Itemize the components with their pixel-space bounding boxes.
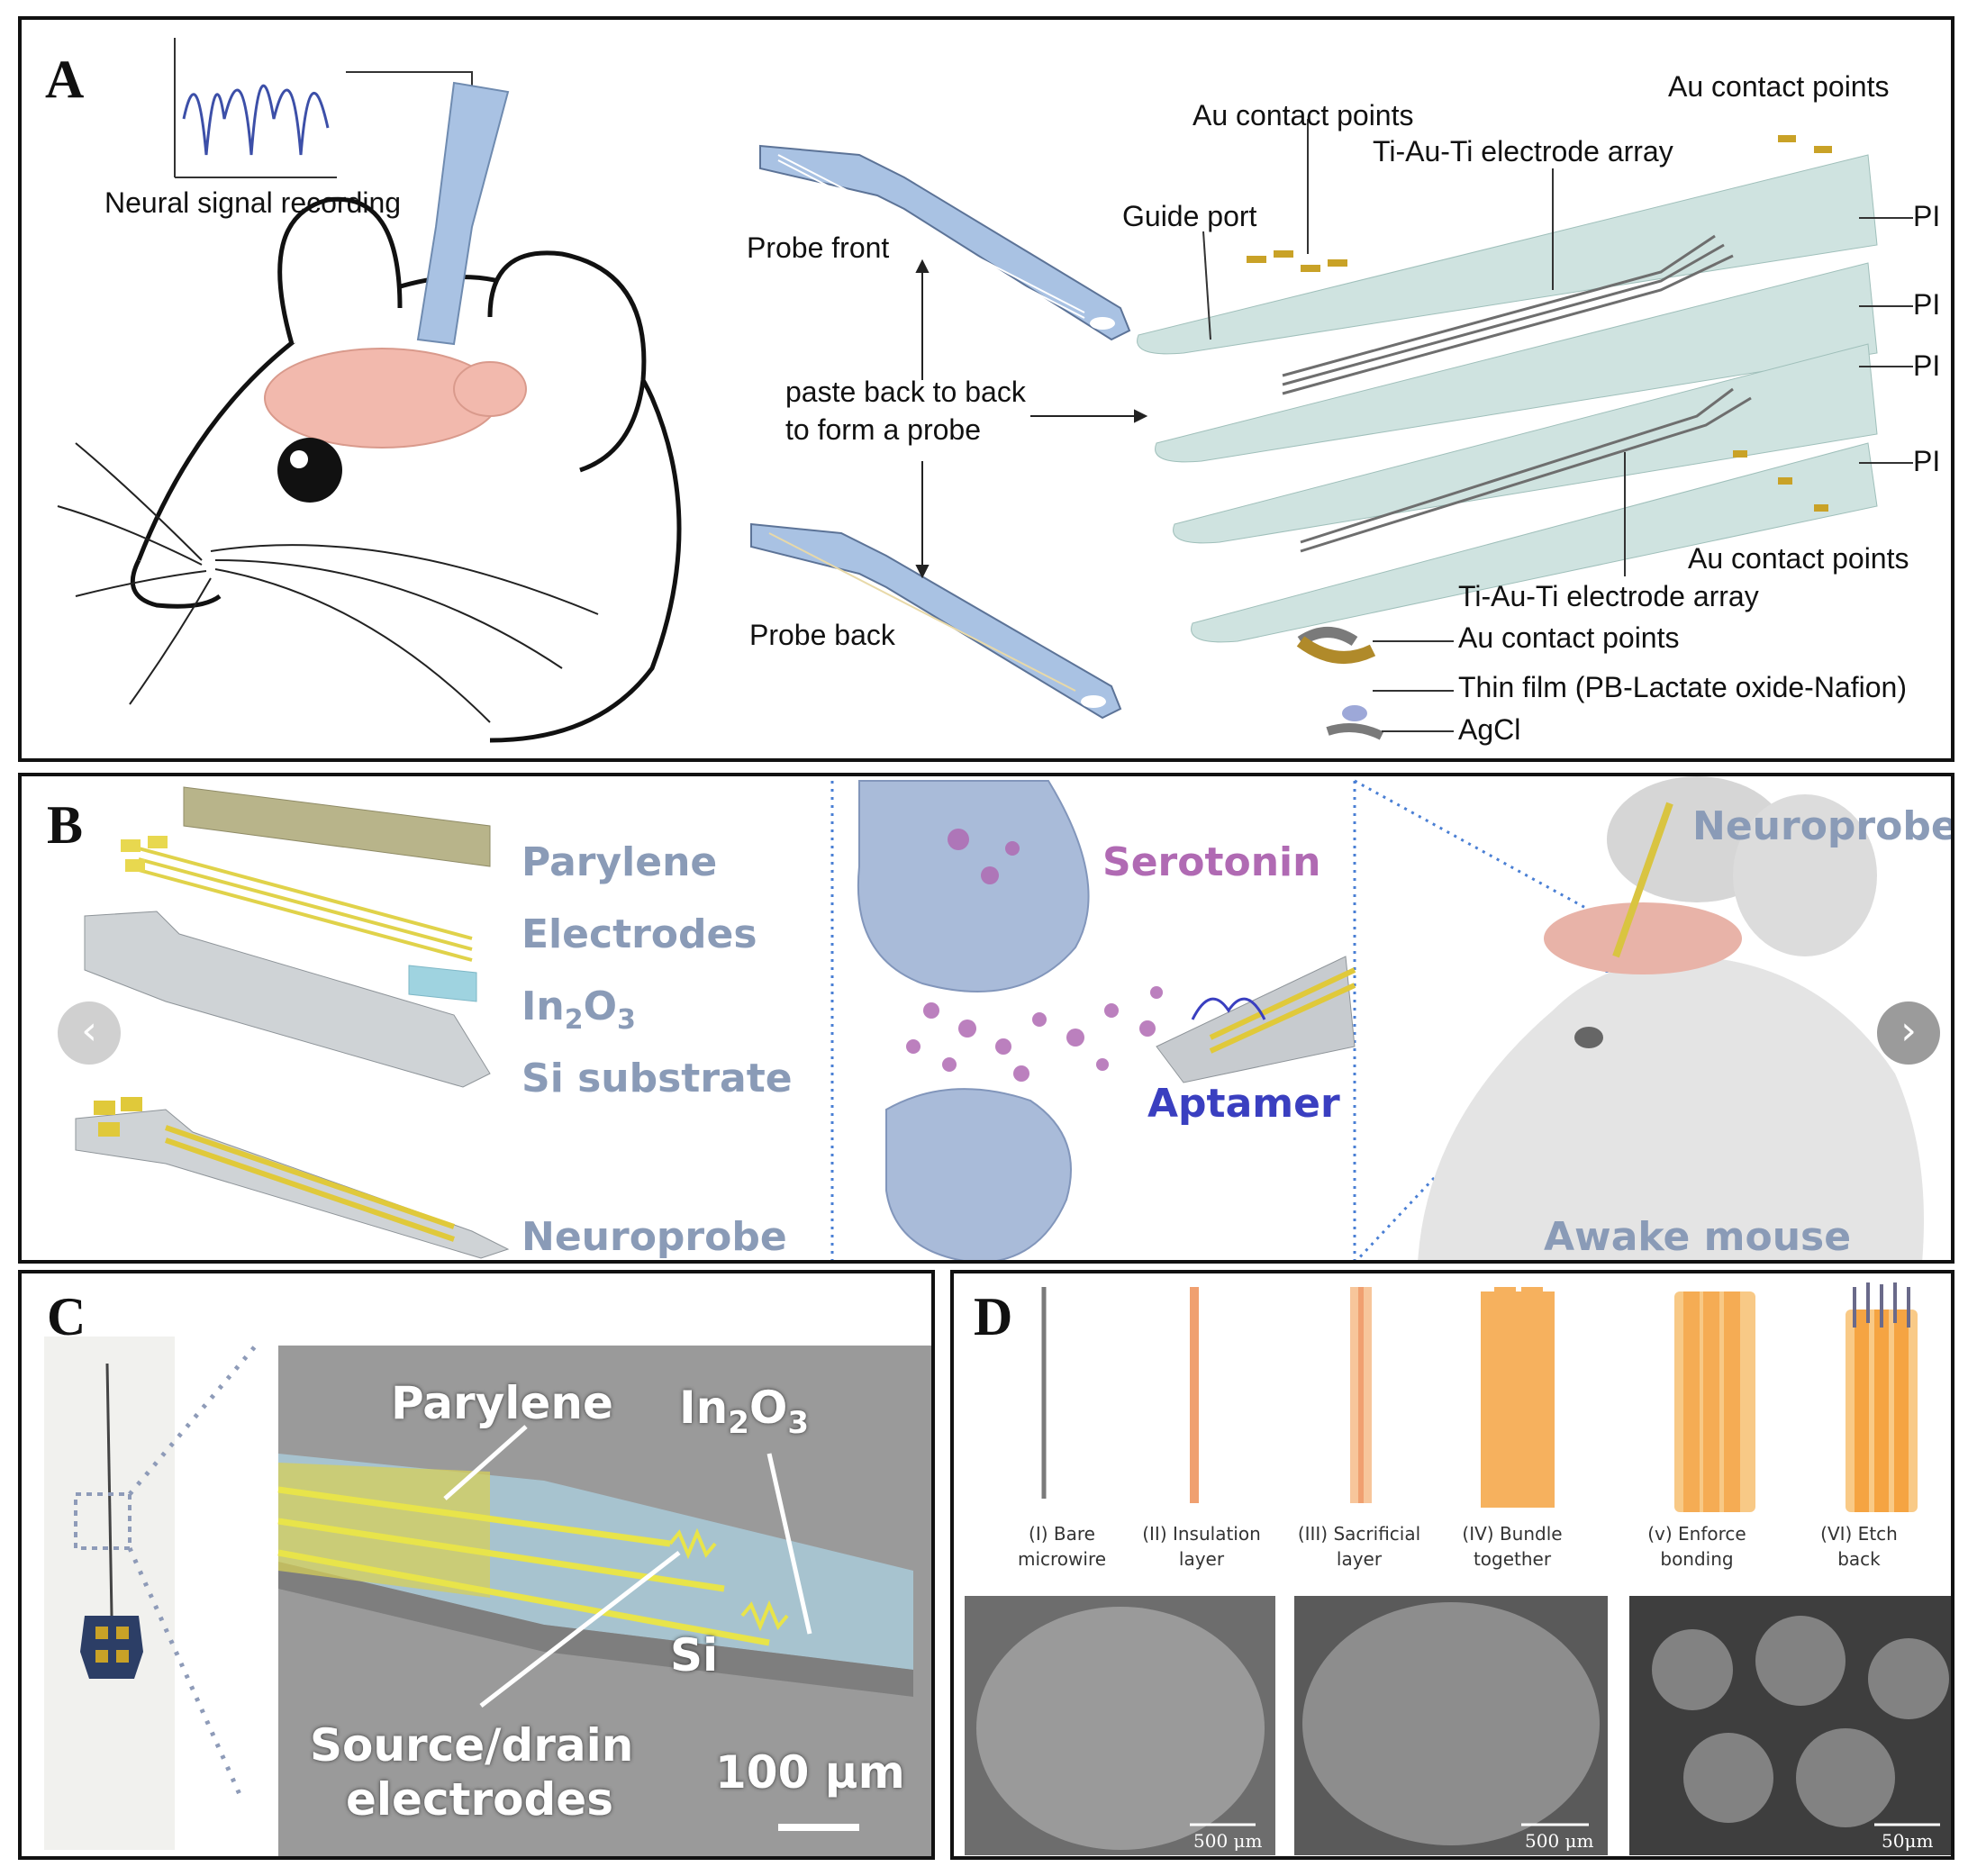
step-label-line2: together bbox=[1473, 1548, 1552, 1570]
panel-a-label: A bbox=[45, 50, 85, 109]
fabrication-step-label: (v) Enforce bonding bbox=[1629, 1521, 1764, 1572]
aptamer-label: Aptamer bbox=[1147, 1081, 1340, 1127]
parylene-label: Parylene bbox=[521, 839, 718, 885]
c-in2o3-label: In2O3 bbox=[679, 1382, 810, 1441]
probe-back bbox=[750, 522, 1122, 720]
in2o3-layer bbox=[408, 965, 477, 1002]
probe-front-label: Probe front bbox=[747, 231, 890, 264]
electrode-layer bbox=[138, 847, 473, 962]
panel-a: A bbox=[18, 16, 1954, 762]
c-source-drain-label-2: electrodes bbox=[346, 1773, 613, 1826]
bonded-microwires bbox=[1674, 1291, 1755, 1512]
mouse-silhouette bbox=[1418, 956, 1924, 1260]
tiauti-label-2: Ti-Au-Ti electrode array bbox=[1458, 580, 1759, 612]
step-label-line1: (I) Bare bbox=[1029, 1523, 1095, 1545]
panel-d-label: D bbox=[974, 1287, 1013, 1346]
au-contact-label-2: Au contact points bbox=[1668, 70, 1890, 103]
sem-scale-label-1: 500 μm bbox=[1193, 1830, 1263, 1852]
step-label-line1: (VI) Etch bbox=[1820, 1523, 1898, 1545]
pi-label-3: PI bbox=[1913, 349, 1941, 382]
guide-port-label: Guide port bbox=[1122, 200, 1257, 232]
au-contact-label-3: Au contact points bbox=[1688, 542, 1909, 575]
panel-d: D bbox=[950, 1270, 1954, 1860]
tiauti-label-1: Ti-Au-Ti electrode array bbox=[1373, 135, 1673, 168]
step-label-line2: layer bbox=[1336, 1548, 1383, 1570]
pi-label-4: PI bbox=[1913, 445, 1941, 477]
pi-label-2: PI bbox=[1913, 288, 1941, 321]
exploded-layers bbox=[1137, 154, 1878, 643]
paste-arrows bbox=[915, 258, 1148, 579]
au-pads bbox=[1247, 135, 1832, 512]
in2o3-label: In2O3 bbox=[521, 983, 636, 1036]
fabrication-step-label: (VI) Etch back bbox=[1791, 1521, 1927, 1572]
whiskers bbox=[57, 442, 599, 723]
agcl-label: AgCl bbox=[1458, 713, 1521, 746]
mouse-eye bbox=[277, 438, 342, 503]
c-parylene-label: Parylene bbox=[391, 1377, 613, 1429]
panel-b-label: B bbox=[47, 795, 84, 855]
carousel-prev-button[interactable]: ‹ bbox=[58, 1001, 121, 1065]
etched-microwires bbox=[1846, 1282, 1918, 1512]
fabrication-step-label: (IV) Bundle together bbox=[1445, 1521, 1580, 1572]
au-contact-label-1: Au contact points bbox=[1193, 99, 1414, 131]
neuroprobe-left-label: Neuroprobe bbox=[521, 1214, 787, 1260]
sensor-layers bbox=[1296, 627, 1384, 740]
insulated-microwire bbox=[1190, 1287, 1199, 1503]
electrode-pads bbox=[121, 836, 168, 872]
probe-front bbox=[759, 144, 1131, 341]
panel-c: C Parylene In2O3 Si Source/drain bbox=[18, 1270, 935, 1860]
parylene-layer bbox=[183, 786, 491, 867]
paste-label-line2: to form a probe bbox=[785, 413, 981, 446]
step-label-line2: bonding bbox=[1660, 1548, 1734, 1570]
c-si-label: Si bbox=[670, 1629, 719, 1681]
mouse-outline bbox=[130, 196, 682, 743]
probe-photo-background bbox=[44, 1337, 175, 1850]
step-label-line2: layer bbox=[1178, 1548, 1225, 1570]
electrode-traces bbox=[1282, 234, 1752, 553]
paste-label-line1: paste back to back bbox=[785, 376, 1026, 408]
sem-scale-label-2: 500 μm bbox=[1525, 1830, 1594, 1852]
c-arrows bbox=[443, 1425, 812, 1708]
bundled-microwires bbox=[1481, 1287, 1555, 1508]
si-substrate-label: Si substrate bbox=[521, 1056, 793, 1101]
leader-lines bbox=[1202, 119, 1913, 732]
probe-photo-tip bbox=[80, 1616, 143, 1679]
c-scale-label: 100 μm bbox=[715, 1746, 905, 1799]
panel-c-illustration bbox=[44, 1337, 931, 1856]
sem-scale-label-3: 50μm bbox=[1882, 1830, 1934, 1852]
step-label-line1: (v) Enforce bbox=[1647, 1523, 1746, 1545]
electrodes-label: Electrodes bbox=[521, 911, 757, 957]
implanted-probe bbox=[416, 81, 510, 346]
fabrication-step-label: (III) Sacrificial layer bbox=[1292, 1521, 1427, 1572]
step-label-line2: back bbox=[1837, 1548, 1881, 1570]
step-label-line2: microwire bbox=[1017, 1548, 1107, 1570]
pi-label-1: PI bbox=[1913, 200, 1941, 232]
neural-signal-plot bbox=[174, 38, 473, 178]
neural-signal-label: Neural signal recording bbox=[104, 186, 402, 219]
awake-mouse-label: Awake mouse bbox=[1544, 1214, 1852, 1260]
c-source-drain-label-1: Source/drain bbox=[310, 1719, 634, 1772]
step-label-line1: (III) Sacrificial bbox=[1297, 1523, 1421, 1545]
fabrication-step-label: (II) Insulation layer bbox=[1134, 1521, 1269, 1572]
panel-b: B bbox=[18, 773, 1954, 1264]
au-contact-label-4: Au contact points bbox=[1458, 621, 1680, 654]
mouse-brain bbox=[1544, 902, 1742, 974]
fabrication-step-label: (I) Bare microwire bbox=[994, 1521, 1129, 1572]
step-label-line1: (II) Insulation bbox=[1142, 1523, 1261, 1545]
probe-back-label: Probe back bbox=[749, 619, 895, 651]
carousel-next-button[interactable]: › bbox=[1877, 1001, 1940, 1065]
postsynaptic-terminal bbox=[885, 1088, 1072, 1260]
probe-tip-closeup bbox=[1156, 956, 1356, 1083]
implanted-neuroprobe bbox=[1612, 802, 1673, 958]
panel-a-illustration bbox=[57, 38, 1913, 743]
panel-d-illustration bbox=[965, 1282, 1951, 1855]
thin-film-label: Thin film (PB-Lactate oxide-Nafion) bbox=[1458, 671, 1907, 703]
step-label-line1: (IV) Bundle bbox=[1462, 1523, 1563, 1545]
panel-b-illustration bbox=[75, 776, 1924, 1260]
serotonin-molecules bbox=[906, 829, 1163, 1082]
neuroprobe-right-label: Neuroprobe bbox=[1692, 803, 1954, 849]
serotonin-label: Serotonin bbox=[1102, 839, 1321, 885]
si-substrate-layer bbox=[84, 911, 491, 1088]
presynaptic-terminal bbox=[857, 780, 1090, 992]
